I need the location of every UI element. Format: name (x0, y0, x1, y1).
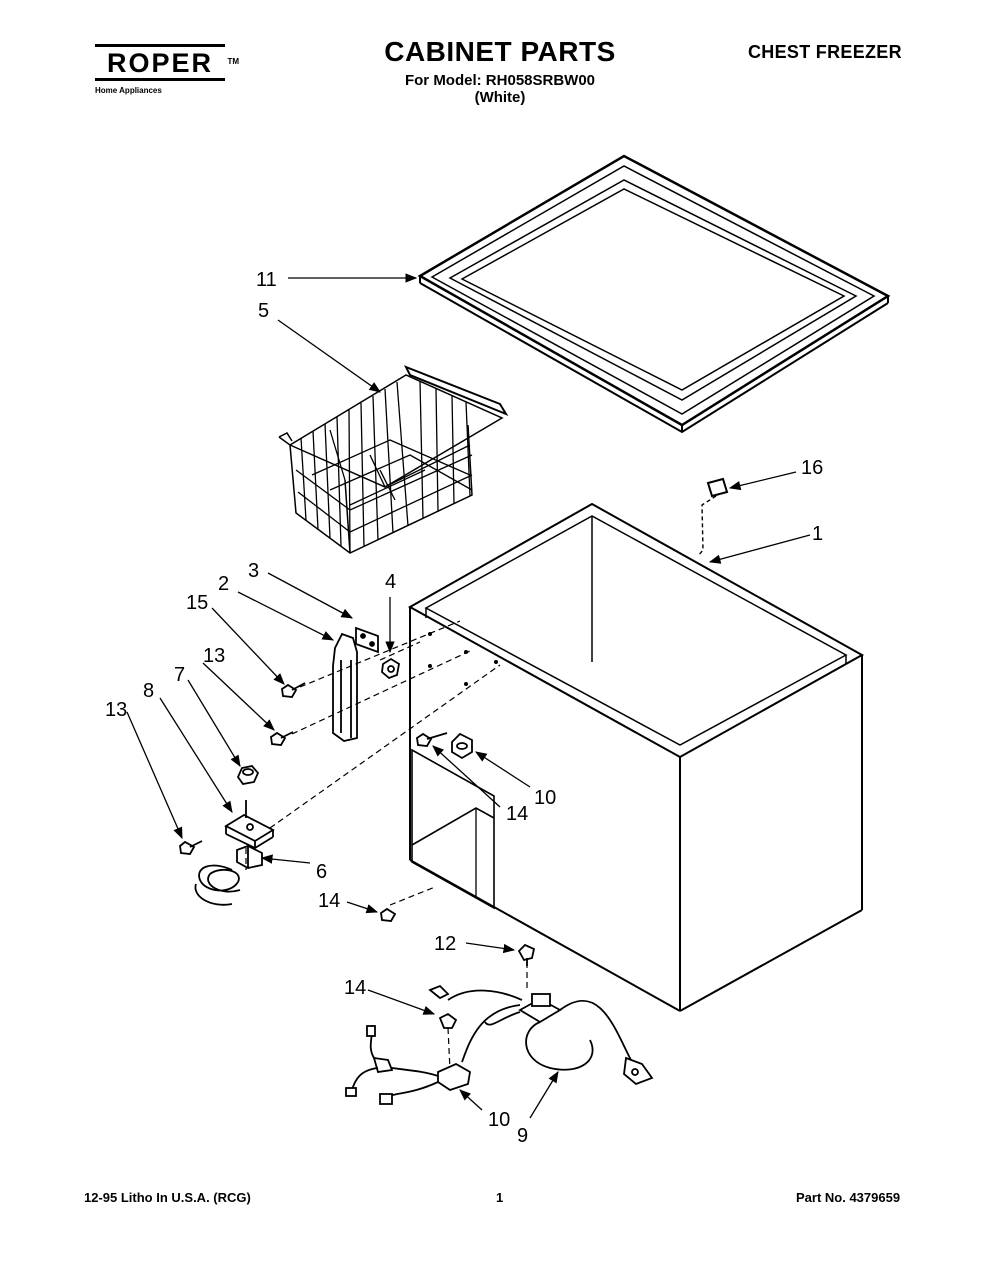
cabinet-body (407, 502, 865, 1012)
part-number: Part No. 4379659 (796, 1190, 901, 1205)
lid-gasket (417, 154, 891, 434)
callout-14-wiring: 14 (344, 977, 366, 999)
callout-3: 3 (248, 560, 259, 582)
callout-12: 12 (434, 933, 456, 955)
brand-name: ROPER TM (95, 44, 239, 81)
callout-9: 9 (517, 1125, 528, 1147)
mounting-holes (428, 632, 498, 686)
power-cord-wiring (345, 943, 654, 1105)
color-line: (White) (474, 89, 526, 106)
callout-8: 8 (143, 680, 154, 702)
callout-7: 7 (174, 664, 185, 686)
callout-10-side: 10 (534, 787, 556, 809)
model-line: For Model: RH058SRBW00 (404, 72, 596, 89)
appliance-category: CHEST FREEZER (748, 42, 902, 62)
brand-logo: ROPER TM Home Appliances (95, 44, 239, 95)
wire-basket (278, 365, 509, 554)
callout-13-lower: 13 (105, 699, 127, 721)
callout-10-wiring: 10 (488, 1109, 510, 1131)
hinge-assembly (179, 626, 400, 906)
serial-label (697, 477, 729, 557)
model-info: For Model: RH058SRBW00 (White) (360, 72, 640, 106)
callout-14-side: 14 (506, 803, 528, 825)
callout-2: 2 (218, 573, 229, 595)
callout-16: 16 (801, 457, 823, 479)
page-title: CABINET PARTS (384, 36, 616, 67)
callout-11: 11 (256, 269, 277, 291)
brand-tm: TM (227, 57, 239, 66)
callout-6: 6 (316, 861, 327, 883)
callout-numbers: 11 5 16 1 3 4 2 15 13 7 8 13 10 14 6 14 … (105, 269, 823, 1147)
callout-13-upper: 13 (203, 645, 225, 667)
print-info: 12-95 Litho In U.S.A. (RCG) (84, 1190, 251, 1205)
brand-subtitle: Home Appliances (95, 86, 162, 95)
assembly-guide-lines (245, 620, 528, 1071)
callout-14-bottom: 14 (318, 890, 340, 912)
side-clamp (380, 732, 473, 922)
leader-lines (126, 273, 811, 1119)
callout-4: 4 (385, 571, 396, 593)
page-number: 1 (496, 1190, 504, 1205)
callout-5: 5 (258, 300, 269, 322)
callout-1: 1 (812, 523, 823, 545)
callout-15: 15 (186, 592, 208, 614)
